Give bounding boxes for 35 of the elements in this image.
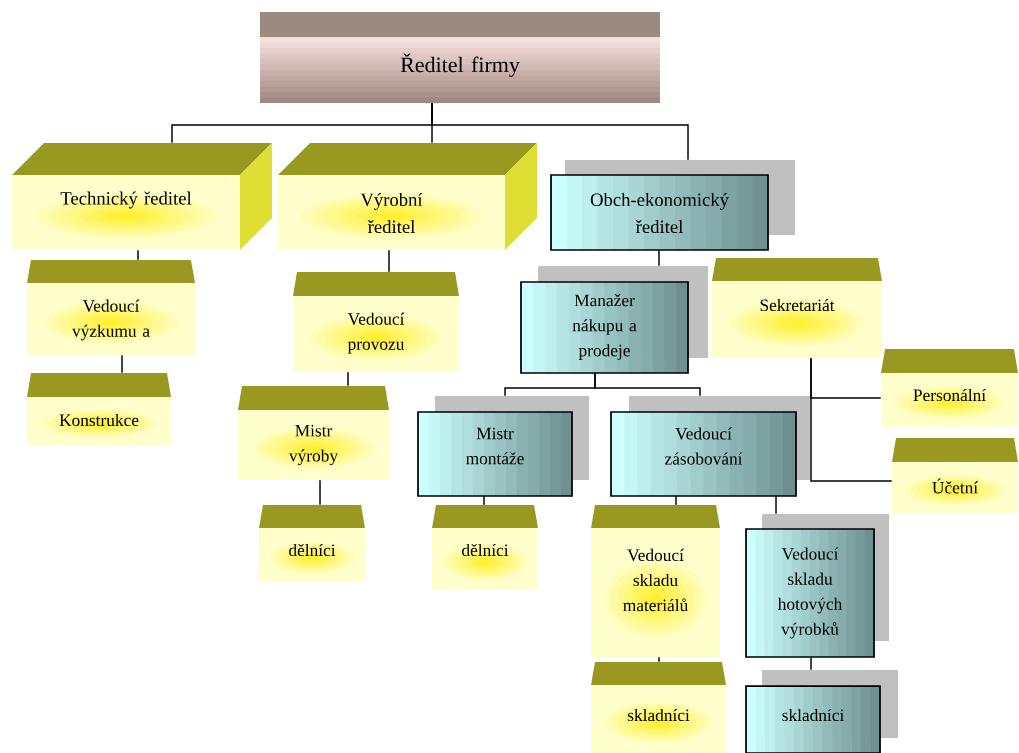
org-chart-box: Manažer nákupu a prodeje bbox=[520, 266, 708, 374]
org-chart-box: dělníci bbox=[259, 505, 365, 582]
connector-line bbox=[658, 656, 660, 663]
connector-line bbox=[137, 249, 139, 261]
org-chart-box: Ředitel firmy bbox=[260, 12, 660, 103]
node-label: Ředitel firmy bbox=[400, 53, 520, 77]
org-chart-box: Vedoucí skladu hotových výrobků bbox=[745, 514, 889, 658]
connector-line bbox=[810, 656, 812, 671]
connector-line bbox=[675, 495, 677, 506]
connector-line bbox=[810, 357, 893, 482]
connector-line bbox=[347, 371, 349, 387]
org-chart-box: Vedoucí provozu bbox=[293, 272, 459, 372]
org-chart-box: Konstrukce bbox=[27, 373, 171, 445]
org-chart-box: Vedoucí výzkumu a bbox=[27, 260, 195, 355]
org-chart-box: Obch-ekonomický ředitel bbox=[550, 160, 795, 251]
org-chart-box: Vedoucí zásobování bbox=[610, 396, 810, 497]
org-chart-box: skladníci bbox=[591, 662, 726, 753]
connector-line bbox=[483, 495, 485, 506]
org-chart-box: Personální bbox=[881, 349, 1018, 427]
org-chart-box: Mistr výroby bbox=[238, 386, 389, 480]
org-chart-box: Výrobní ředitel bbox=[278, 143, 537, 250]
connector-line bbox=[431, 102, 689, 161]
connector-line bbox=[594, 372, 701, 397]
org-chart-box: Technický ředitel bbox=[12, 143, 272, 250]
org-chart-box: skladníci bbox=[745, 670, 898, 753]
org-chart-box: Mistr montáže bbox=[417, 396, 589, 497]
org-chart-box: Účetní bbox=[892, 438, 1018, 513]
org-chart-box: dělníci bbox=[432, 505, 538, 590]
org-chart-box: Vedoucí skladu materiálů bbox=[591, 505, 720, 657]
connector-line bbox=[319, 479, 321, 506]
connector-line bbox=[658, 249, 660, 267]
connector-line bbox=[121, 354, 123, 374]
connector-line bbox=[388, 249, 390, 273]
org-chart-box: Sekretariát bbox=[712, 258, 882, 358]
connector-line bbox=[775, 495, 777, 515]
